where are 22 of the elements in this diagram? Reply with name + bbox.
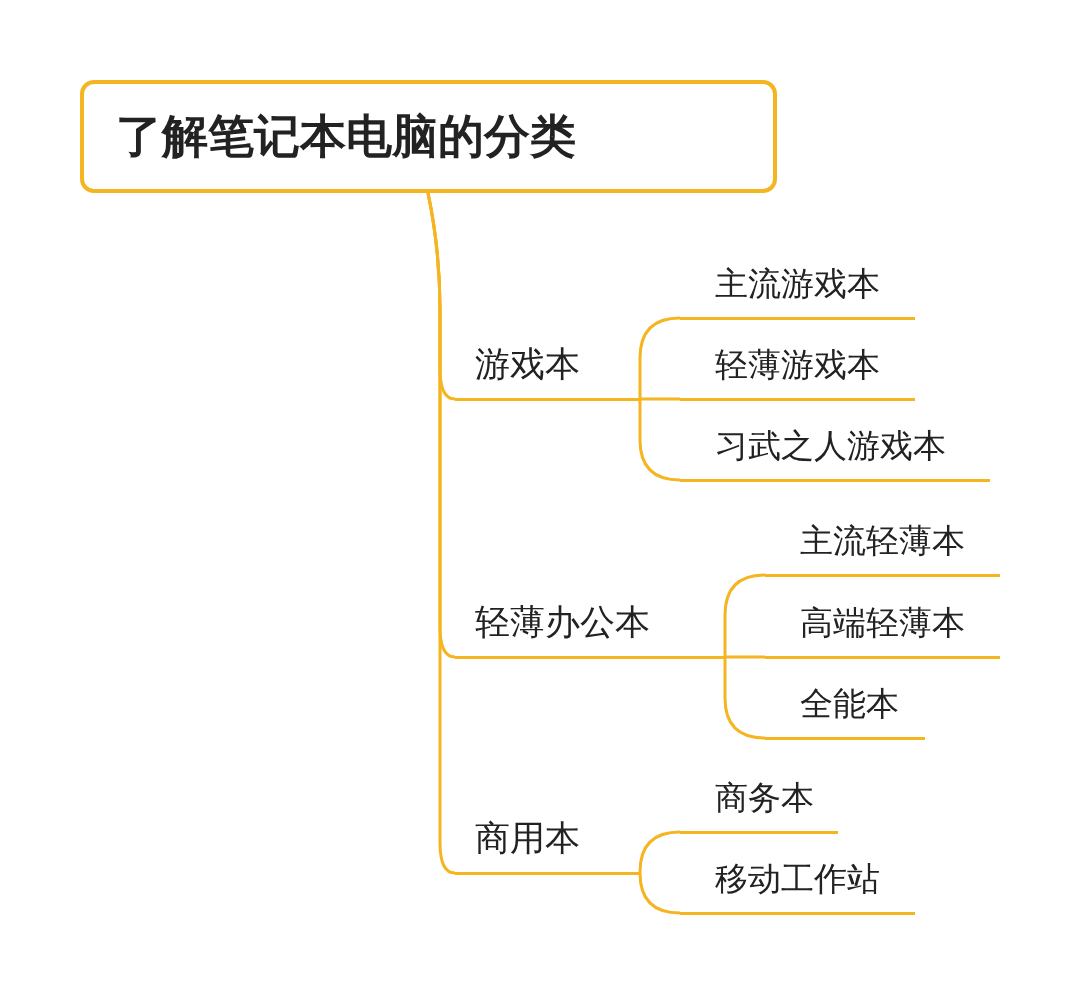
connector-line xyxy=(723,657,766,740)
node-label: 习武之人游戏本 xyxy=(715,424,946,467)
connector-line xyxy=(723,573,766,657)
node-label: 全能本 xyxy=(800,682,899,725)
node-label: 移动工作站 xyxy=(715,857,880,900)
connector-line xyxy=(638,316,681,399)
node-label: 主流游戏本 xyxy=(715,262,880,305)
node-label: 轻薄游戏本 xyxy=(715,343,880,386)
connector-line xyxy=(638,399,681,482)
connector-line xyxy=(638,871,681,915)
title-box xyxy=(80,80,777,193)
title-text: 了解笔记本电脑的分类 xyxy=(116,108,576,165)
connector-line xyxy=(640,397,680,401)
node-label: 商用本 xyxy=(475,816,580,860)
node-label: 轻薄办公本 xyxy=(475,600,650,644)
node-label: 主流轻薄本 xyxy=(800,519,965,562)
node-label: 游戏本 xyxy=(475,342,580,386)
connector-line xyxy=(426,192,456,875)
connector-line xyxy=(638,830,681,874)
node-label: 商务本 xyxy=(715,776,814,819)
connector-line xyxy=(725,655,765,659)
node-label: 高端轻薄本 xyxy=(800,601,965,644)
